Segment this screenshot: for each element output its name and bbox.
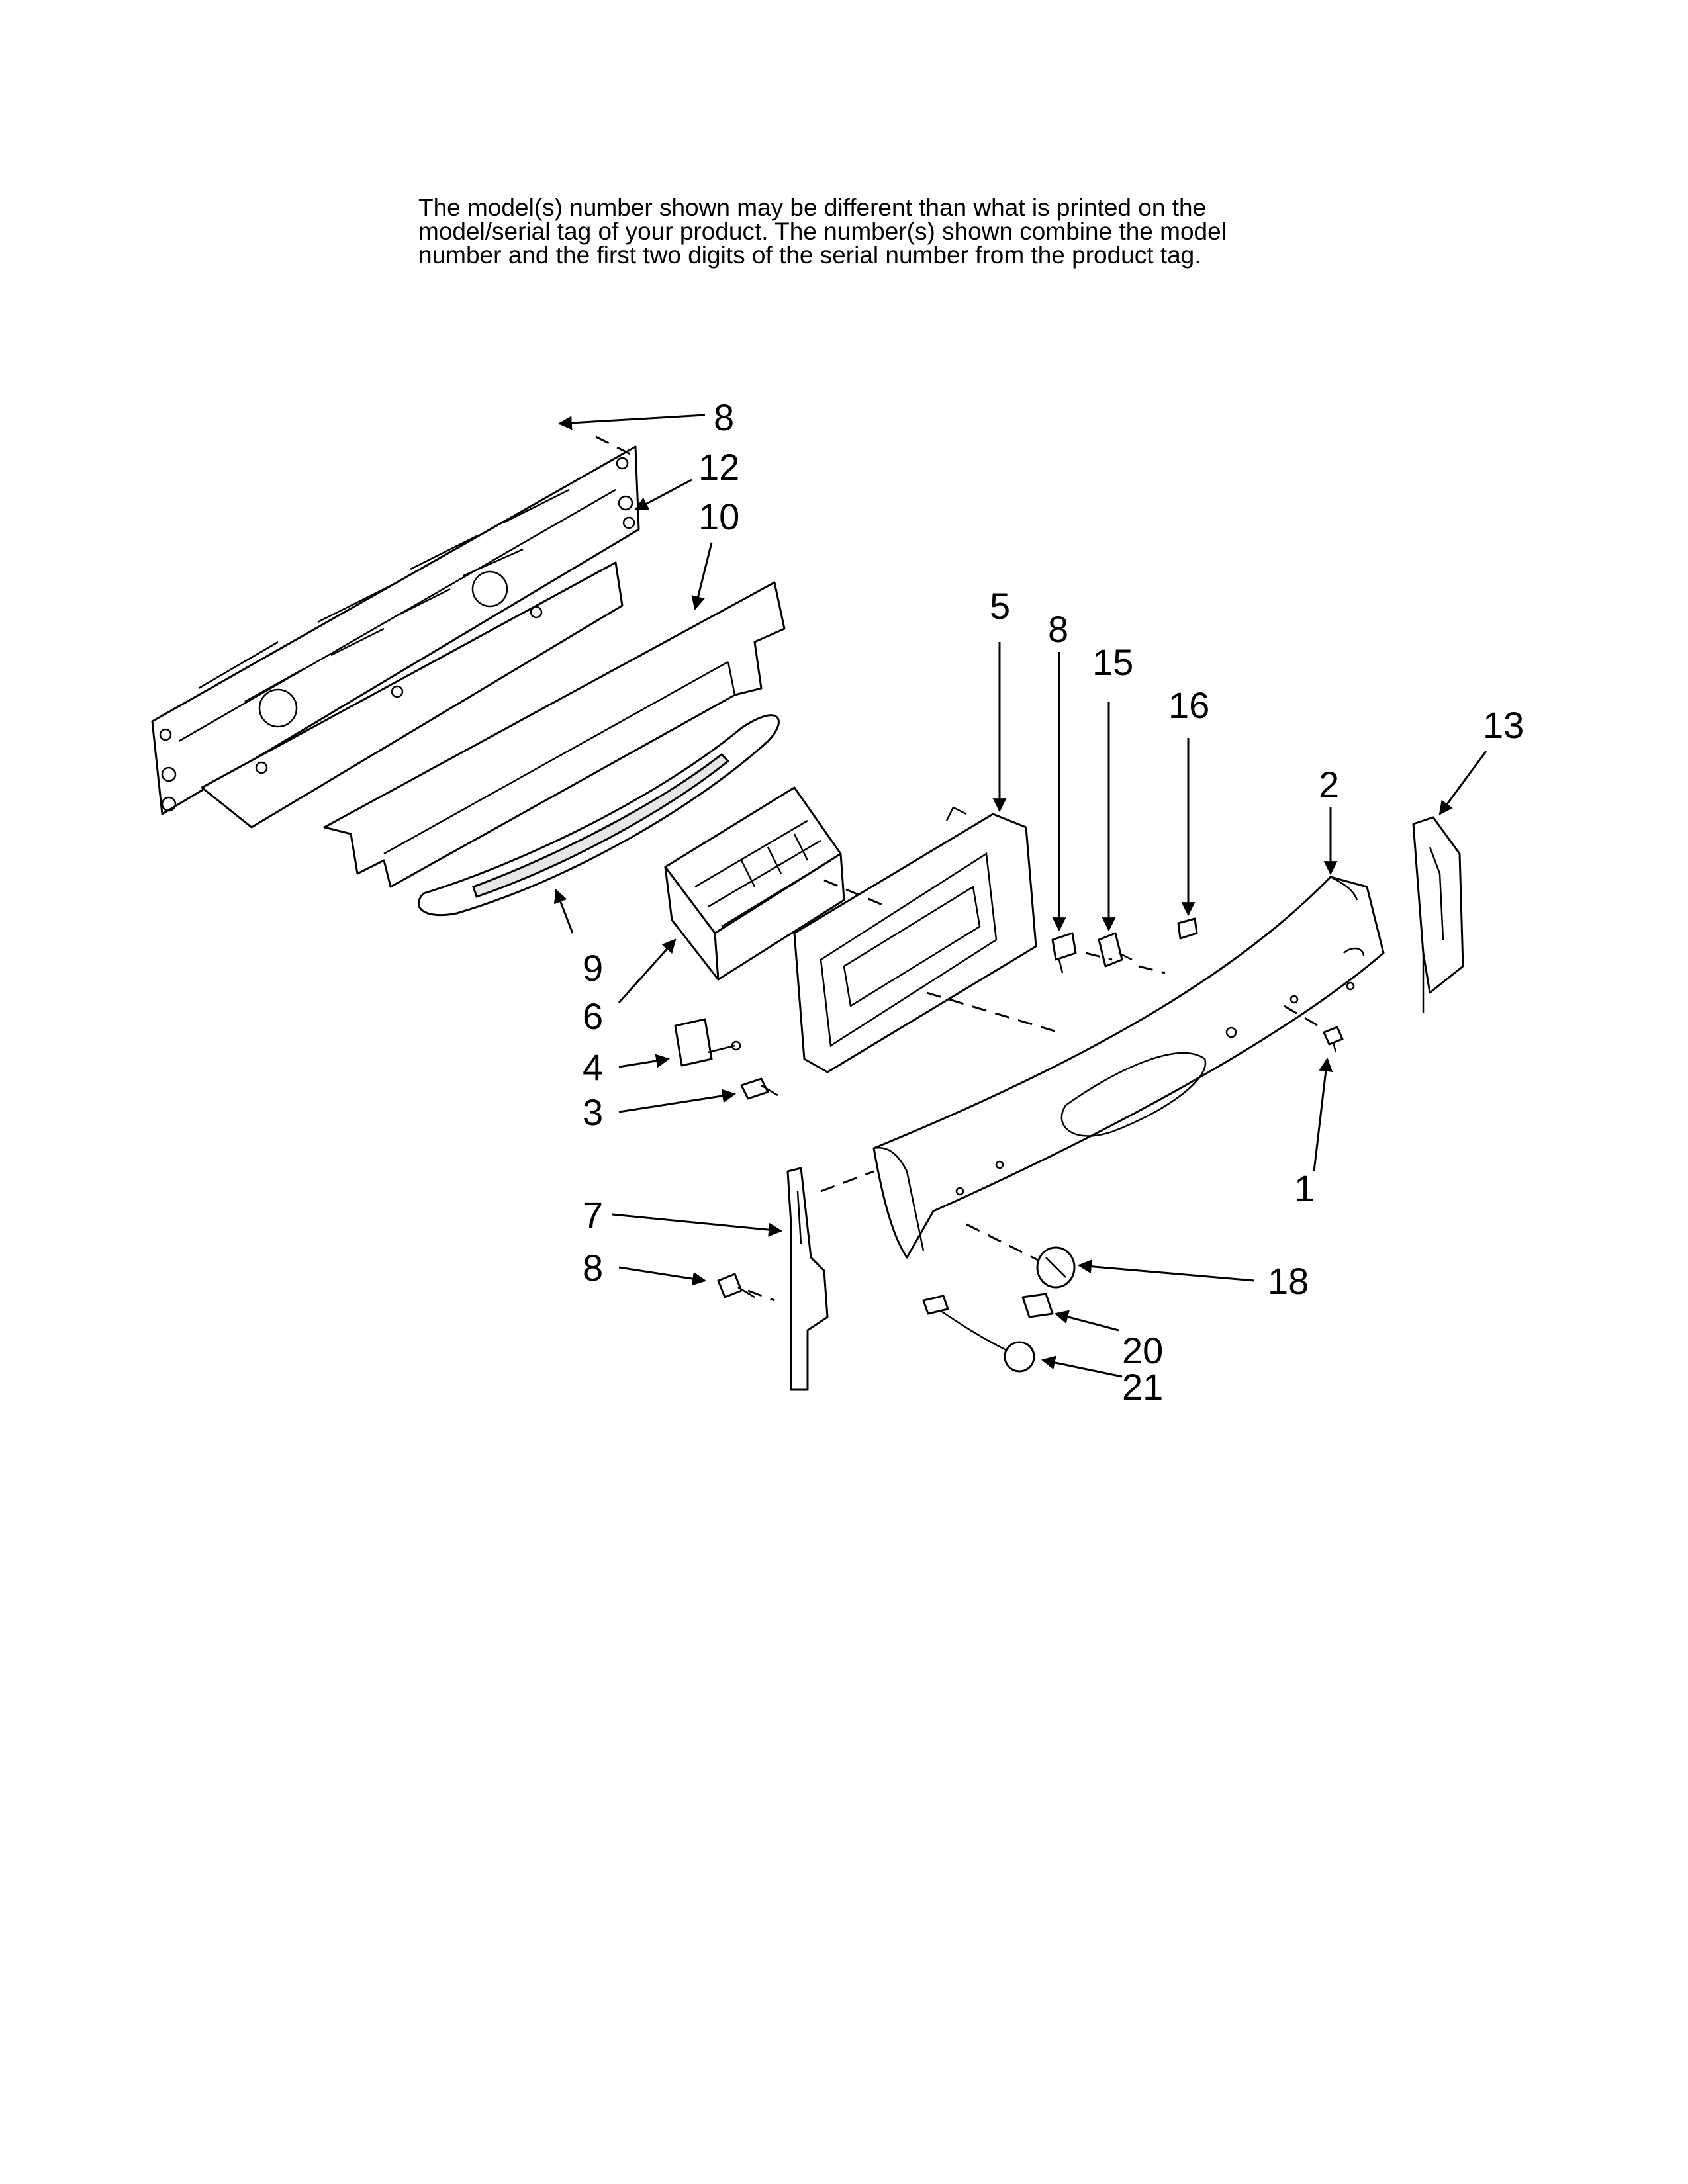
spark-switch-part-20: [1021, 1293, 1054, 1318]
panel-backing-part-10: [323, 581, 786, 888]
callout-8-bottom: 8: [583, 1247, 603, 1289]
disclaimer-text: The model(s) number shown may be differe…: [418, 194, 1345, 269]
screw-part-8-bottom: [717, 1273, 755, 1298]
disclaimer-line: number and the first two digits of the s…: [418, 242, 1201, 269]
screw-part-3: [740, 1077, 778, 1100]
knob-part-18: [1036, 1246, 1076, 1289]
rear-bracket-part-12: [151, 445, 640, 829]
control-panel-part-2: [872, 876, 1385, 1259]
end-cap-left-part-7: [786, 1167, 829, 1391]
assembly-lines: [595, 435, 1325, 1302]
callout-10: 10: [698, 496, 739, 537]
callout-15: 15: [1092, 641, 1133, 683]
callout-8-mid: 8: [1048, 608, 1068, 650]
screw-part-1: [1323, 1026, 1344, 1053]
callout-5: 5: [990, 585, 1010, 627]
callout-21: 21: [1122, 1366, 1163, 1408]
insert-part-16: [1177, 917, 1198, 940]
wire-harness-part-21: [922, 1295, 1035, 1373]
leader-lines: [553, 414, 1487, 1378]
callout-1: 1: [1294, 1167, 1315, 1209]
callout-18: 18: [1268, 1260, 1309, 1302]
switch-part-4: [674, 1018, 741, 1067]
callout-6: 6: [583, 995, 603, 1037]
switch-part-15: [1098, 932, 1133, 968]
callout-13: 13: [1483, 704, 1524, 746]
callout-3: 3: [583, 1091, 603, 1133]
callout-2: 2: [1319, 764, 1339, 805]
end-cap-right-part-13: [1412, 816, 1464, 1013]
bezel-part-5: [793, 806, 1037, 1073]
electronic-control-part-6: [664, 786, 845, 981]
disclaimer-line: model/serial tag of your product. The nu…: [418, 218, 1227, 245]
callout-12: 12: [698, 446, 739, 488]
callout-9: 9: [583, 947, 603, 989]
callout-8-top: 8: [714, 396, 734, 438]
callout-4: 4: [583, 1046, 603, 1088]
disclaimer-line: The model(s) number shown may be differe…: [418, 194, 1207, 221]
callouts: 8 12 10 5 8 15 16 13 2 9 6 4 3 1 7 8 18 …: [583, 396, 1524, 1408]
screw-part-8-mid: [1051, 932, 1077, 974]
callout-20: 20: [1122, 1330, 1163, 1371]
trim-part-9: [417, 714, 780, 917]
callout-7: 7: [583, 1194, 603, 1236]
callout-16: 16: [1168, 684, 1209, 726]
